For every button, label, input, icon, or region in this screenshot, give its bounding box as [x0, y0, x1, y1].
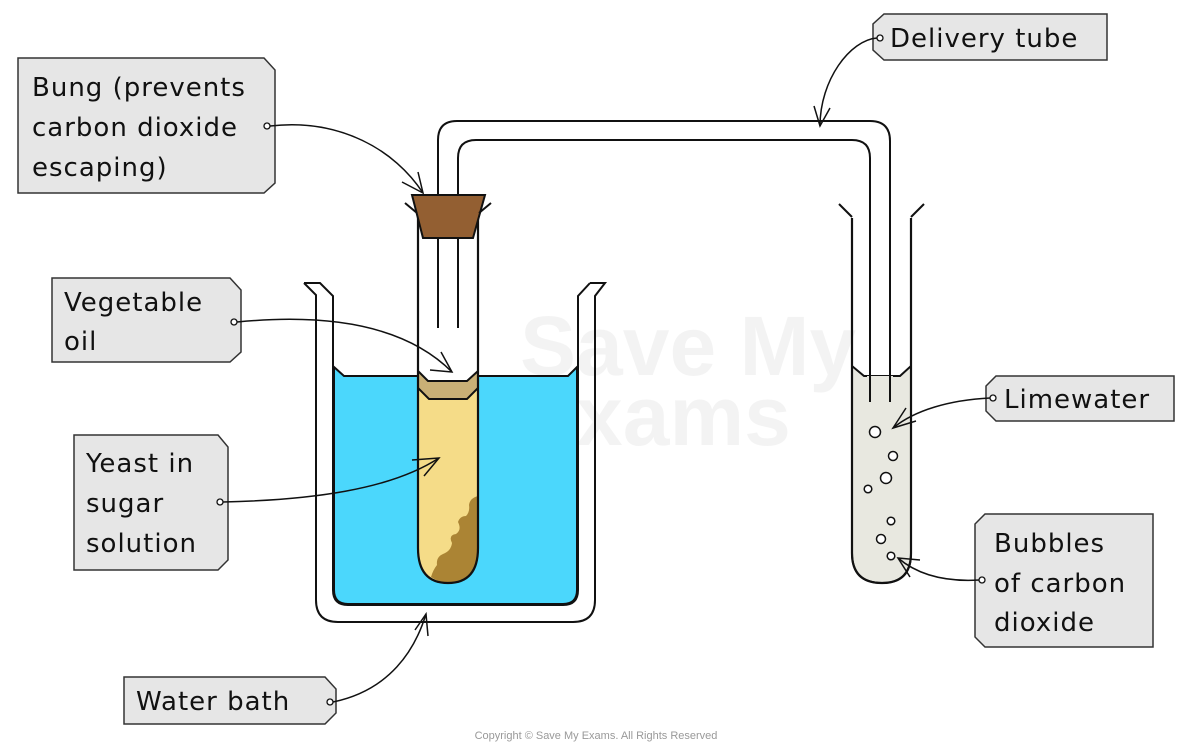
- copyright-notice: Copyright © Save My Exams. All Rights Re…: [475, 730, 718, 742]
- yeast-sediment: [431, 496, 478, 583]
- svg-text:Bubbles: Bubbles: [994, 529, 1105, 559]
- label-vegetable-oil: Vegetable oil: [51, 277, 454, 373]
- bubbles: [863, 425, 899, 561]
- svg-text:escaping): escaping): [32, 153, 168, 183]
- label-bung: Bung (prevents carbon dioxide escaping): [17, 57, 425, 195]
- label-water-bath: Water bath: [123, 611, 429, 725]
- svg-text:Vegetable: Vegetable: [64, 288, 203, 318]
- svg-text:of carbon: of carbon: [994, 569, 1126, 599]
- svg-text:Water bath: Water bath: [136, 687, 290, 717]
- label-limewater: Limewater: [891, 375, 1175, 430]
- svg-text:oil: oil: [64, 327, 97, 357]
- bung: [404, 194, 492, 239]
- svg-text:Limewater: Limewater: [1004, 385, 1150, 415]
- svg-text:Bung (prevents: Bung (prevents: [32, 73, 246, 103]
- svg-text:carbon dioxide: carbon dioxide: [32, 113, 238, 143]
- delivery-tube: [437, 120, 891, 400]
- svg-text:solution: solution: [86, 529, 197, 559]
- boiling-tube: [416, 196, 480, 585]
- svg-text:Delivery tube: Delivery tube: [890, 24, 1078, 54]
- svg-text:dioxide: dioxide: [994, 608, 1095, 638]
- svg-text:sugar: sugar: [86, 489, 164, 519]
- label-yeast-solution: Yeast in sugar solution: [73, 434, 441, 571]
- limewater-tube: [838, 203, 925, 585]
- label-bubbles: Bubbles of carbon dioxide: [896, 513, 1154, 648]
- label-delivery-tube: Delivery tube: [813, 13, 1108, 128]
- svg-text:Yeast in: Yeast in: [85, 449, 194, 479]
